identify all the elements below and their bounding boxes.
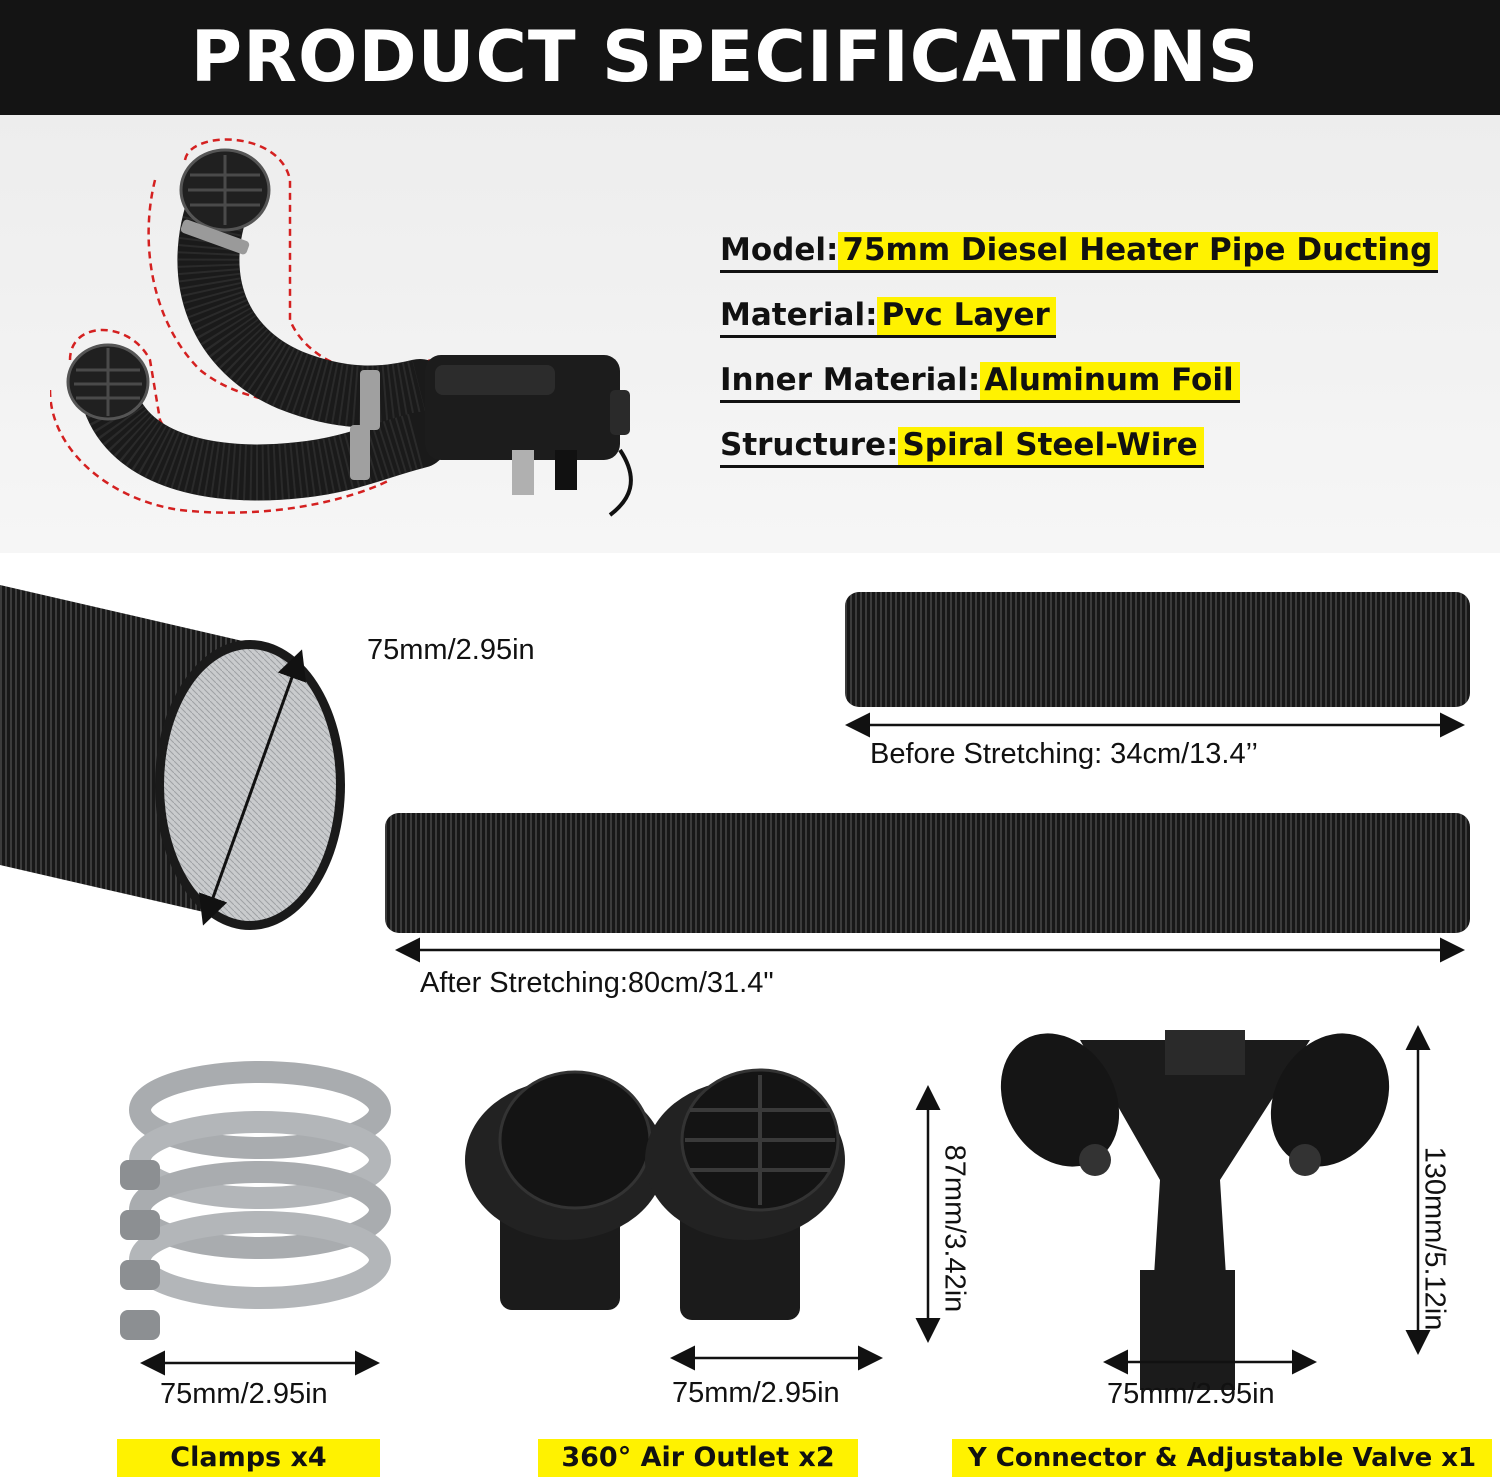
duct-pipes-image xyxy=(0,585,1470,963)
spec-value: Aluminum Foil xyxy=(980,362,1240,403)
diameter-label: 75mm/2.95in xyxy=(367,634,535,666)
spec-row-inner-material: Inner Material:Aluminum Foil xyxy=(720,362,1438,427)
spec-label: Model: xyxy=(720,232,839,273)
clamp-width-label: 75mm/2.95in xyxy=(160,1378,328,1410)
heater-kit-image xyxy=(50,138,633,517)
accessories-image xyxy=(120,1025,1431,1390)
connector-height-label: 130mm/5.12in xyxy=(1418,1146,1451,1331)
clamp-stack xyxy=(120,1061,391,1340)
y-connector xyxy=(1000,1030,1390,1390)
spec-row-model: Model:75mm Diesel Heater Pipe Ducting xyxy=(720,232,1439,297)
connector-width-label: 75mm/2.95in xyxy=(1107,1378,1275,1410)
spec-list: Model:75mm Diesel Heater Pipe Ducting Ma… xyxy=(720,232,1439,492)
outlet-height-label: 87mm/3.42in xyxy=(938,1144,971,1313)
air-outlets xyxy=(465,1068,845,1320)
spec-label: Inner Material: xyxy=(720,362,981,403)
spec-row-material: Material:Pvc Layer xyxy=(720,297,1438,362)
after-stretching-label: After Stretching:80cm/31.4" xyxy=(420,967,774,999)
spec-value: Pvc Layer xyxy=(877,297,1056,338)
clamps-label: Clamps x4 xyxy=(117,1439,380,1477)
spec-value: Spiral Steel-Wire xyxy=(898,427,1204,468)
spec-label: Material: xyxy=(720,297,878,338)
spec-label: Structure: xyxy=(720,427,899,468)
air-outlet-label: 360° Air Outlet x2 xyxy=(538,1439,858,1477)
y-connector-label: Y Connector & Adjustable Valve x1 xyxy=(952,1439,1492,1477)
before-stretching-label: Before Stretching: 34cm/13.4’’ xyxy=(870,738,1258,770)
page-title: PRODUCT SPECIFICATIONS xyxy=(190,16,1260,98)
header-banner: PRODUCT SPECIFICATIONS xyxy=(0,0,1500,115)
outlet-width-label: 75mm/2.95in xyxy=(672,1377,840,1409)
spec-row-structure: Structure:Spiral Steel-Wire xyxy=(720,427,1438,492)
spec-value: 75mm Diesel Heater Pipe Ducting xyxy=(838,232,1439,273)
